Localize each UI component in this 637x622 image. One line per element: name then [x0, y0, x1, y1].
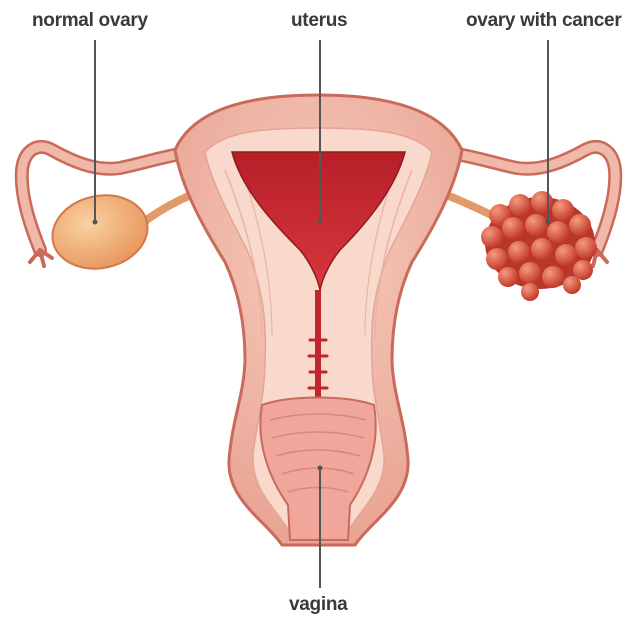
label-uterus: uterus: [291, 10, 347, 32]
normal-ovary: [46, 187, 155, 277]
label-normal-ovary: normal ovary: [32, 10, 148, 32]
cancer-ovary: [481, 191, 597, 301]
label-ovary-with-cancer: ovary with cancer: [466, 10, 621, 32]
label-vagina: vagina: [289, 594, 347, 616]
